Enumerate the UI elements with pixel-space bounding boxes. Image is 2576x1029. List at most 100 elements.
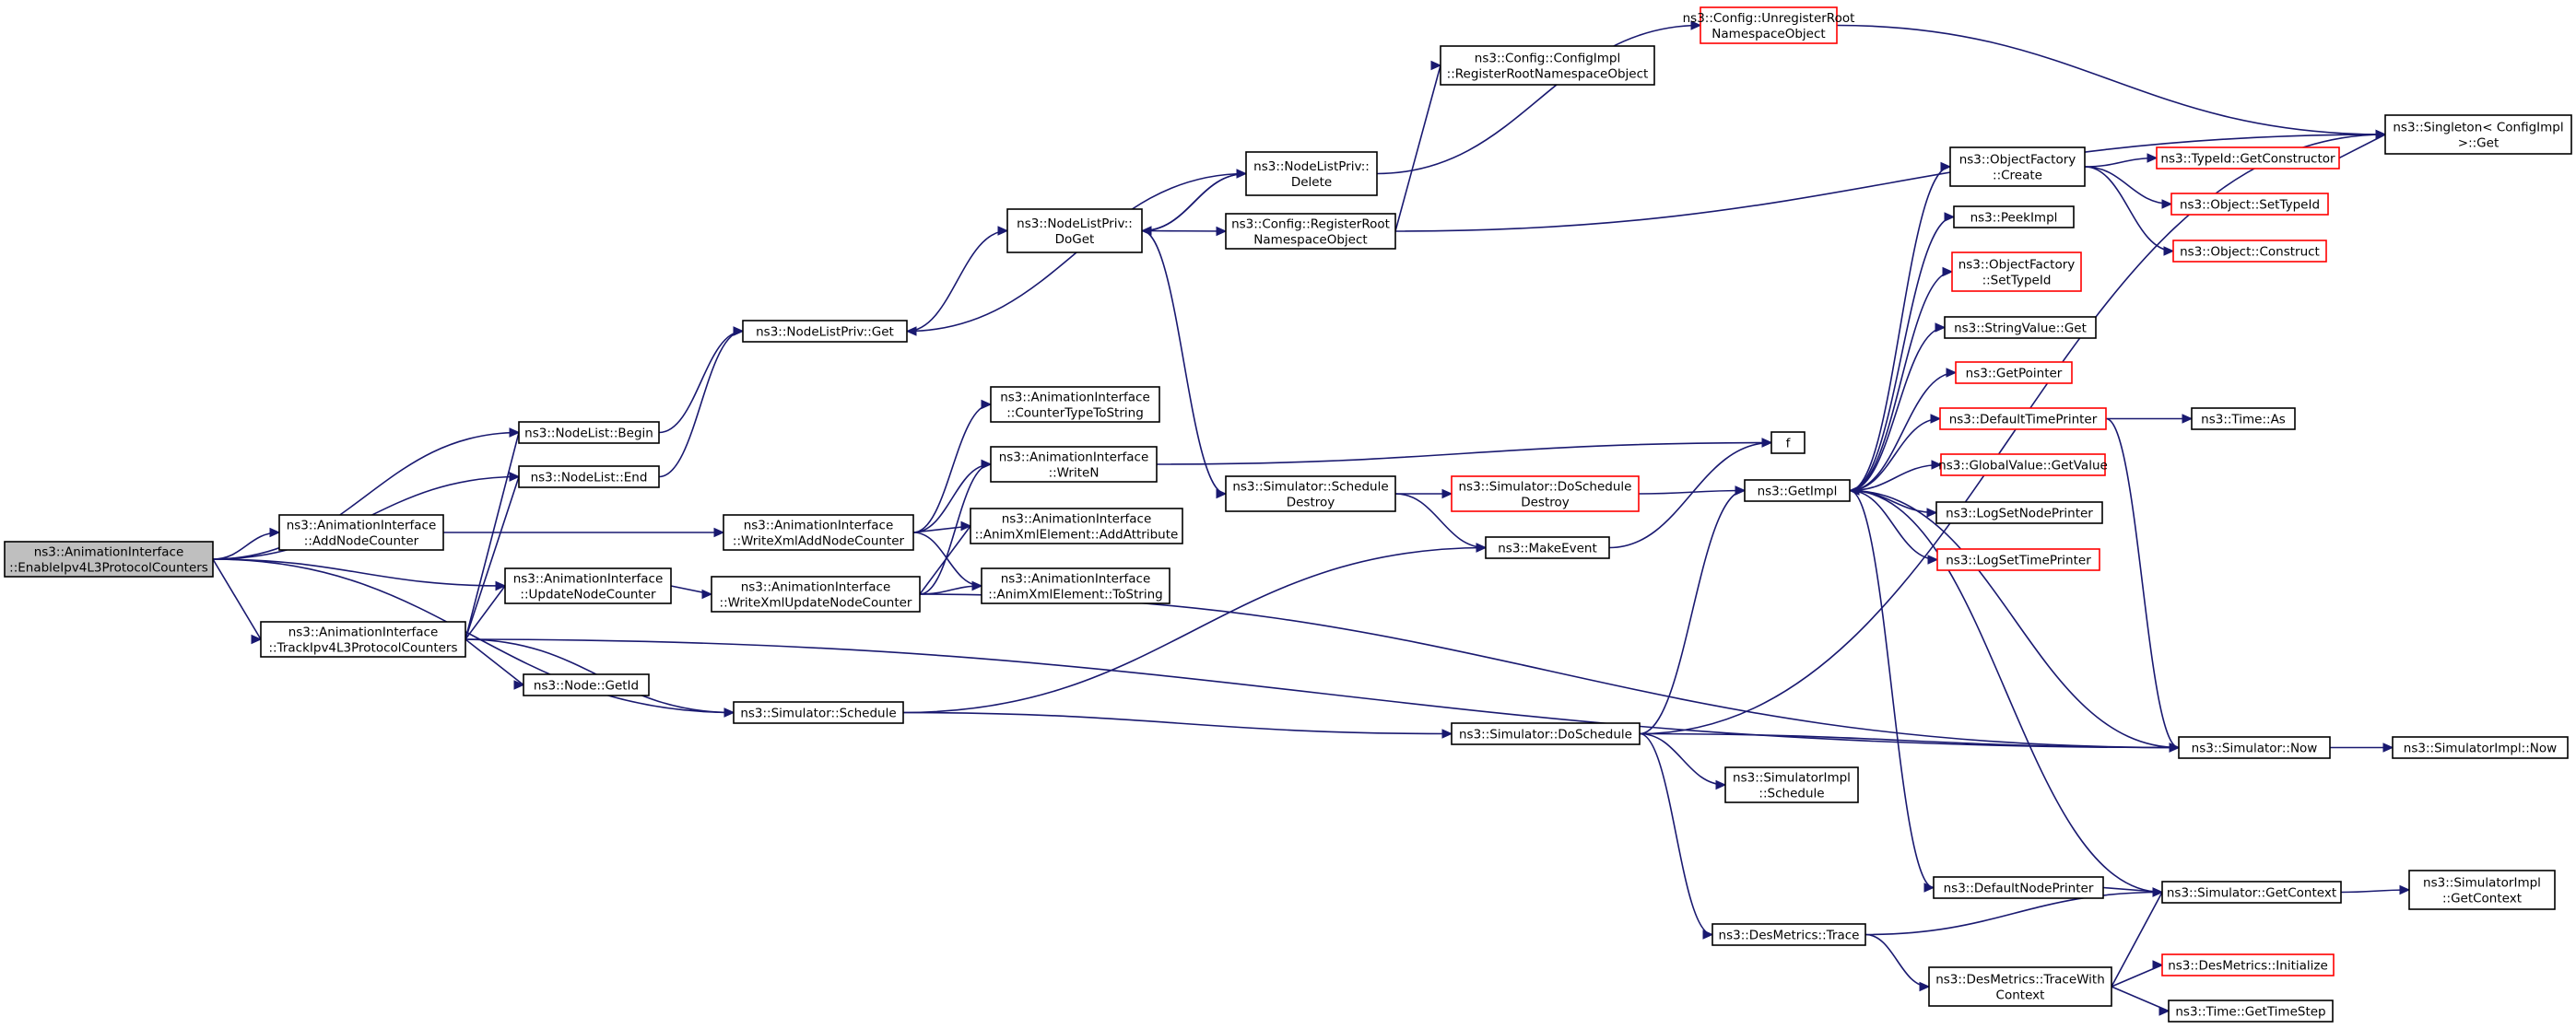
node-writeXmlAdd[interactable]: ns3::AnimationInterface::WriteXmlAddNode…	[723, 514, 914, 551]
node-configUnregister[interactable]: ns3::Config::UnregisterRootNamespaceObje…	[1683, 6, 1855, 44]
node-simNow[interactable]: ns3::Simulator::Now	[2178, 736, 2331, 759]
node-nodeListPrivGet[interactable]: ns3::NodeListPriv::Get	[742, 320, 908, 343]
node-nodeListEnd[interactable]: ns3::NodeList::End	[518, 465, 660, 488]
node-simGetContext[interactable]: ns3::Simulator::GetContext	[2161, 881, 2342, 904]
node-timeAs[interactable]: ns3::Time::As	[2191, 407, 2296, 430]
node-label: ::TrackIpv4L3ProtocolCounters	[268, 641, 457, 656]
node-addAttribute[interactable]: ns3::AnimationInterface::AnimXmlElement:…	[970, 508, 1183, 544]
node-label: ns3::DefaultTimePrinter	[1949, 413, 2098, 427]
node-label: f	[1786, 437, 1792, 451]
node-box	[981, 567, 1170, 604]
node-label: ::CounterTypeToString	[1006, 406, 1144, 421]
node-simImplNow[interactable]: ns3::SimulatorImpl::Now	[2392, 736, 2569, 759]
node-box	[733, 701, 904, 724]
node-getPointer[interactable]: ns3::GetPointer	[1955, 361, 2073, 384]
node-box	[970, 508, 1183, 544]
edge-root-to-simSchedule	[212, 558, 735, 714]
node-label: ns3::Object::Construct	[2180, 245, 2320, 260]
node-peekImpl[interactable]: ns3::PeekImpl	[1953, 205, 2075, 228]
node-f[interactable]: f	[1770, 431, 1806, 454]
node-simImplGetContext[interactable]: ns3::SimulatorImpl::GetContext	[2408, 870, 2556, 910]
node-logSetNodePrinter[interactable]: ns3::LogSetNodePrinter	[1935, 501, 2103, 524]
node-getImpl[interactable]: ns3::GetImpl	[1744, 479, 1851, 502]
node-label: ns3::Object::SetTypeId	[2180, 198, 2320, 213]
node-nodeListPrivDelete[interactable]: ns3::NodeListPriv::Delete	[1245, 151, 1378, 196]
node-root[interactable]: ns3::AnimationInterface::EnableIpv4L3Pro…	[4, 541, 214, 578]
node-label: ns3::Time::As	[2201, 413, 2286, 427]
node-nodeListBegin[interactable]: ns3::NodeList::Begin	[518, 421, 660, 444]
edge-defaultTimePrinter-to-simNow	[2105, 417, 2180, 749]
node-logSetTimePrinter[interactable]: ns3::LogSetTimePrinter	[1936, 548, 2100, 571]
node-label: ns3::AnimationInterface	[744, 519, 894, 533]
arrowhead-getImpl-to-globalValueGetValue	[1931, 460, 1943, 470]
node-nodeGetId[interactable]: ns3::Node::GetId	[523, 673, 650, 696]
node-label: >::Get	[2458, 136, 2499, 151]
node-label: ::Schedule	[1759, 787, 1824, 801]
node-trackIpv4[interactable]: ns3::AnimationInterface::TrackIpv4L3Prot…	[260, 621, 466, 658]
node-box	[504, 567, 672, 604]
node-box	[1928, 966, 2112, 1007]
node-box	[2178, 736, 2331, 759]
node-label: ::GetContext	[2442, 892, 2522, 906]
node-label: ns3::AnimationInterface	[1002, 512, 1152, 527]
edge-writeN-to-f	[1156, 441, 1772, 465]
arrowhead-trackIpv4-to-nodeGetId	[513, 680, 525, 690]
node-configRegister[interactable]: ns3::Config::RegisterRootNamespaceObject	[1225, 213, 1396, 250]
edge-writeXmlUpdate-to-writeN	[919, 463, 992, 595]
node-timeGetTimeStep[interactable]: ns3::Time::GetTimeStep	[2168, 1000, 2334, 1023]
node-globalValueGetValue[interactable]: ns3::GlobalValue::GetValue	[1938, 453, 2108, 476]
edge-getImpl-to-stringValueGet	[1849, 326, 1946, 492]
node-stringValueGet[interactable]: ns3::StringValue::Get	[1944, 316, 2097, 339]
node-writeXmlUpdate[interactable]: ns3::AnimationInterface::WriteXmlUpdateN…	[711, 576, 921, 613]
node-box	[1451, 722, 1641, 745]
node-objectConstruct[interactable]: ns3::Object::Construct	[2172, 240, 2327, 263]
node-defaultTimePrinter[interactable]: ns3::DefaultTimePrinter	[1939, 407, 2107, 430]
edge-simSchedule-to-makeEvent	[902, 546, 1487, 714]
node-label: ns3::NodeListPriv::Get	[756, 325, 894, 340]
edge-desTraceWithContext-to-simGetContext	[2111, 892, 2163, 988]
node-objFactorySetTypeId[interactable]: ns3::ObjectFactory::SetTypeId	[1951, 251, 2082, 292]
node-simSchedule[interactable]: ns3::Simulator::Schedule	[733, 701, 904, 724]
node-singletonGet[interactable]: ns3::Singleton< ConfigImpl >::Get	[2384, 114, 2572, 155]
node-objectSetTypeId[interactable]: ns3::Object::SetTypeId	[2170, 193, 2329, 216]
node-simDoSchedule[interactable]: ns3::Simulator::DoSchedule	[1451, 722, 1641, 745]
node-counterTypeToString[interactable]: ns3::AnimationInterface::CounterTypeToSt…	[990, 386, 1160, 423]
node-updateNodeCounter[interactable]: ns3::AnimationInterface::UpdateNodeCount…	[504, 567, 672, 604]
node-box	[2392, 736, 2569, 759]
node-label: ::RegisterRootNamespaceObject	[1447, 67, 1649, 82]
arrowhead-desTraceWithContext-to-timeGetTimeStep	[2158, 1006, 2170, 1016]
node-desInitialize[interactable]: ns3::DesMetrics::Initialize	[2161, 953, 2335, 976]
node-typeIdGetConstructor[interactable]: ns3::TypeId::GetConstructor	[2156, 146, 2340, 170]
node-configImplRegister[interactable]: ns3::Config::ConfigImpl::RegisterRootNam…	[1440, 45, 1655, 86]
arrowhead-getImpl-to-getPointer	[1946, 368, 1958, 378]
node-box	[2161, 953, 2335, 976]
node-label: ns3::Config::ConfigImpl	[1475, 52, 1620, 66]
node-writeN[interactable]: ns3::AnimationInterface::WriteN	[990, 446, 1158, 483]
node-box	[1949, 146, 2086, 187]
arrowhead-objFactoryCreate-to-objectConstruct	[2163, 246, 2175, 256]
arrowhead-makeEvent-to-f	[1761, 438, 1773, 448]
arrowhead-simDoSchedule-to-simImplSchedule	[1715, 779, 1727, 790]
node-desTrace[interactable]: ns3::DesMetrics::Trace	[1711, 923, 1866, 946]
arrowhead-nodeListPrivDoGet-to-configRegister	[1216, 226, 1228, 237]
node-objFactoryCreate[interactable]: ns3::ObjectFactory::Create	[1949, 146, 2086, 187]
node-label: ns3::AnimationInterface	[741, 580, 891, 595]
node-box	[1711, 923, 1866, 946]
node-makeEvent[interactable]: ns3::MakeEvent	[1485, 536, 1610, 559]
node-addNodeCounter[interactable]: ns3::AnimationInterface::AddNodeCounter	[278, 514, 444, 551]
node-nodeListPrivDoGet[interactable]: ns3::NodeListPriv::DoGet	[1006, 208, 1143, 253]
node-label: ::UpdateNodeCounter	[520, 588, 656, 602]
node-toString[interactable]: ns3::AnimationInterface::AnimXmlElement:…	[981, 567, 1170, 604]
node-label: ns3::NodeListPriv::	[1017, 216, 1133, 231]
arrowhead-configRegister-to-configImplRegister	[1430, 60, 1442, 71]
edge-trackIpv4-to-nodeGetId	[465, 638, 524, 686]
arrowhead-root-to-addNodeCounter	[269, 527, 281, 538]
edge-simScheduleDestroy-to-makeEvent	[1394, 493, 1487, 549]
node-defaultNodePrinter[interactable]: ns3::DefaultNodePrinter	[1933, 876, 2104, 899]
node-box	[260, 621, 466, 658]
node-label: ::AnimXmlElement::ToString	[988, 588, 1162, 602]
node-simImplSchedule[interactable]: ns3::SimulatorImpl::Schedule	[1724, 766, 1859, 803]
